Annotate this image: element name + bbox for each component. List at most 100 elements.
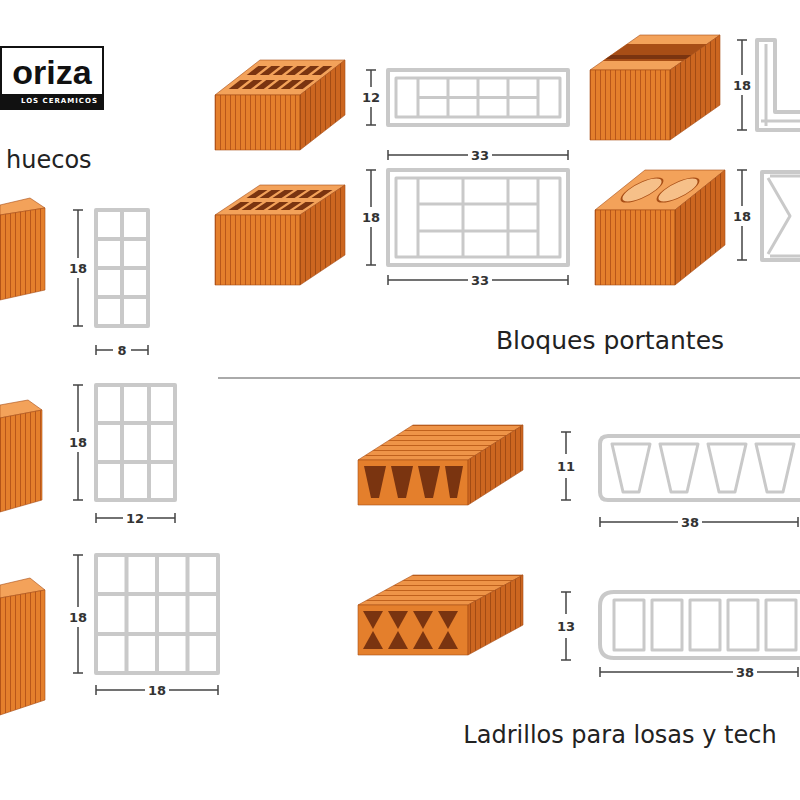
block-section — [388, 170, 568, 265]
brick-section — [155, 555, 159, 673]
slab-brick — [388, 631, 408, 649]
brand-name: oriza — [2, 48, 102, 94]
section-heading: huecos — [3, 146, 95, 174]
slab-brick — [418, 466, 440, 498]
load-block — [312, 66, 333, 75]
block-section — [507, 178, 510, 257]
brick-section — [186, 555, 190, 673]
brick-section — [96, 555, 218, 673]
load-block — [215, 35, 725, 285]
block-section — [388, 70, 568, 125]
brick-section — [96, 592, 218, 596]
block-section — [418, 203, 538, 206]
block-section — [418, 230, 538, 233]
brick-section — [96, 385, 175, 500]
slab-section — [660, 444, 698, 492]
brick-section — [147, 385, 151, 500]
dimension-value: 33 — [469, 148, 491, 163]
load-block — [229, 190, 333, 210]
slab-section — [600, 592, 800, 658]
dimension-line — [600, 667, 798, 677]
slab-brick — [358, 425, 523, 655]
load-block — [595, 210, 675, 285]
brick-section — [96, 295, 148, 299]
dimension-value: 11 — [555, 459, 577, 474]
slab-section — [600, 436, 800, 658]
brick-section — [96, 421, 175, 425]
hollow-brick — [0, 590, 45, 715]
slab-brick — [363, 611, 458, 649]
slab-brick — [438, 631, 458, 649]
dimension-value: 13 — [555, 619, 577, 634]
dimension-value: 18 — [67, 261, 89, 276]
dimension-value: 18 — [360, 210, 382, 225]
load-block — [613, 178, 707, 202]
load-block — [300, 185, 345, 285]
brick-section — [120, 385, 124, 500]
slab-section — [600, 436, 800, 500]
load-block — [606, 55, 692, 59]
block-section — [770, 175, 800, 178]
slab-brick — [468, 575, 523, 655]
dimension-value: 18 — [146, 683, 168, 698]
slab-brick — [364, 466, 463, 498]
block-section — [396, 178, 560, 257]
slab-section — [756, 444, 794, 492]
block-section — [768, 178, 790, 254]
load-block — [294, 202, 315, 210]
slab-section — [652, 600, 682, 650]
dimension-value: 18 — [731, 209, 753, 224]
load-block — [312, 190, 333, 198]
brick-section — [125, 555, 129, 673]
slab-brick — [468, 425, 523, 505]
dimension-value: 18 — [67, 610, 89, 625]
block-section — [761, 120, 800, 123]
hollow-brick — [0, 198, 45, 715]
dimension-value: 8 — [115, 343, 128, 358]
load-block — [603, 44, 707, 61]
block-section — [765, 44, 768, 126]
load-block — [215, 95, 300, 150]
load-block — [215, 215, 300, 285]
block-section — [762, 172, 800, 260]
slab-brick — [358, 605, 468, 655]
slab-section — [728, 600, 758, 650]
logo-box: orizaLOS CERAMICOS — [0, 46, 104, 110]
block-section — [757, 40, 800, 130]
load-block — [294, 80, 315, 89]
block-section — [537, 178, 540, 257]
block-section — [417, 178, 420, 257]
brick-section — [96, 632, 218, 636]
slab-brick — [358, 460, 468, 505]
slab-brick — [391, 466, 413, 498]
load-block — [649, 178, 707, 202]
brand-tagline: LOS CERAMICOS — [2, 94, 102, 108]
slab-section — [690, 600, 720, 650]
block-section — [396, 78, 560, 117]
slab-brick — [363, 611, 383, 629]
dimension-value: 38 — [679, 515, 701, 530]
slab-brick — [413, 611, 433, 629]
brick-section — [96, 237, 148, 241]
dimension-line — [73, 40, 798, 695]
brick-section — [96, 210, 218, 673]
slab-brick — [445, 466, 463, 498]
section-heading: Bloques portantes — [493, 326, 727, 355]
slab-brick — [413, 631, 433, 649]
dimension-value: 12 — [360, 90, 382, 105]
section-divider — [218, 377, 800, 379]
slab-brick — [363, 631, 383, 649]
slab-section — [766, 600, 796, 650]
hollow-brick — [0, 208, 45, 300]
slab-section — [708, 444, 746, 492]
slab-section — [614, 600, 644, 650]
dimension-value: 18 — [731, 78, 753, 93]
dimension-value: 33 — [469, 273, 491, 288]
slab-brick — [388, 611, 408, 629]
slab-brick — [438, 611, 458, 629]
dimension-value: 38 — [734, 665, 756, 680]
brick-section — [96, 210, 148, 326]
dimension-value: 12 — [124, 511, 146, 526]
block-section — [770, 255, 800, 258]
